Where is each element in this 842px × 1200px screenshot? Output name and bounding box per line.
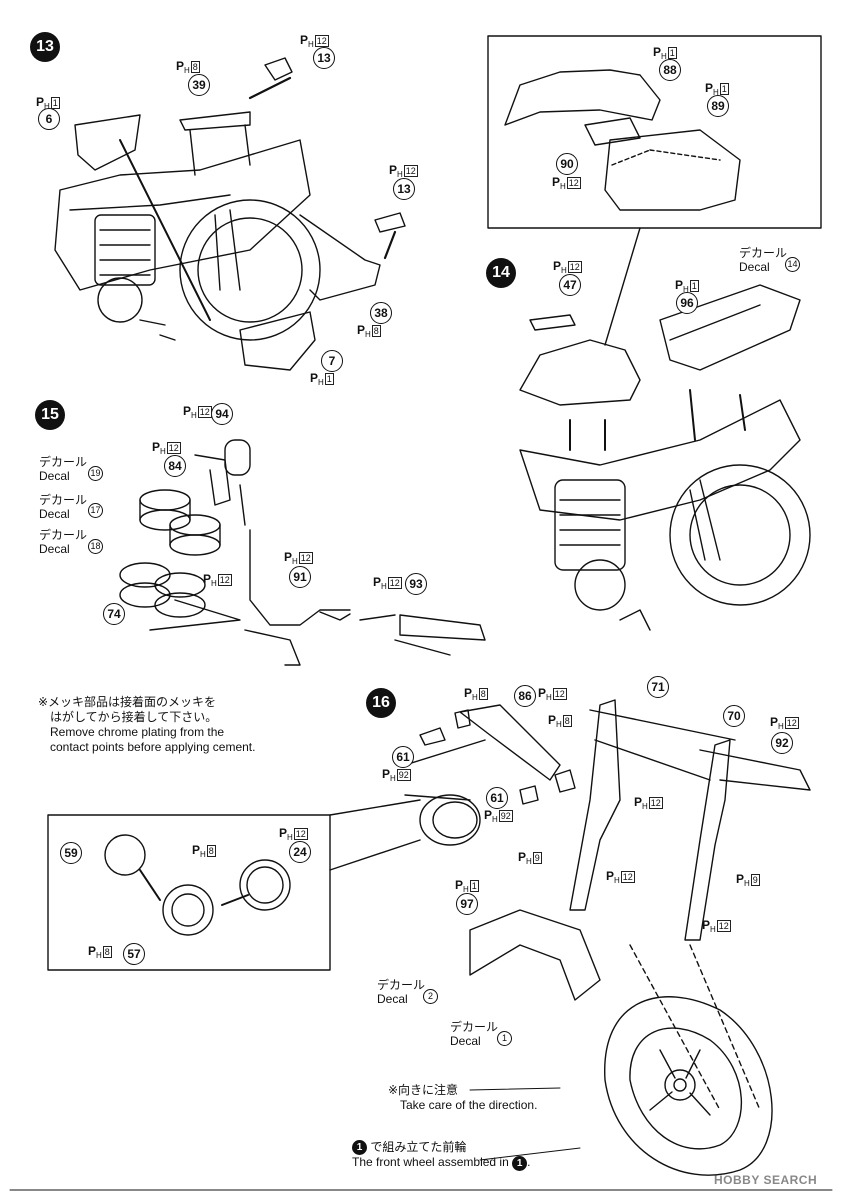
decal-number-1: 1 (497, 1031, 512, 1046)
part-39: 39 (188, 74, 210, 96)
part-47: 47 (559, 274, 581, 296)
part-38: 38 (370, 302, 392, 324)
part-13-top: 13 (313, 47, 335, 69)
part-74: 74 (103, 603, 125, 625)
part-84: 84 (164, 455, 186, 477)
step14-art (487, 35, 822, 631)
direction-note: ※向きに注意 Take care of the direction. (388, 1083, 538, 1112)
step-16-badge: 16 (366, 688, 396, 718)
chrome-plating-note: ※メッキ部品は接着面のメッキを はがしてから接着して下さい。 Remove ch… (38, 695, 256, 754)
step-13-badge: 13 (30, 32, 60, 62)
step15-art (119, 439, 486, 666)
part-97: 97 (456, 893, 478, 915)
decal-number-17: 17 (88, 503, 103, 518)
part-94: 94 (211, 403, 233, 425)
decal-number-14: 14 (785, 257, 800, 272)
part-96: 96 (676, 292, 698, 314)
part-61-left: 61 (392, 746, 414, 768)
part-88: 88 (659, 59, 681, 81)
step-1-ref-icon: 1 (352, 1140, 367, 1156)
part-93: 93 (405, 573, 427, 595)
part-13-right: 13 (393, 178, 415, 200)
decal-number-18: 18 (88, 539, 103, 554)
part-6: 6 (38, 108, 60, 130)
part-61-right: 61 (486, 787, 508, 809)
decal-number-2: 2 (423, 989, 438, 1004)
decal-number-19: 19 (88, 466, 103, 481)
part-70: 70 (723, 705, 745, 727)
part-24: 24 (289, 841, 311, 863)
part-71: 71 (647, 676, 669, 698)
part-57: 57 (123, 943, 145, 965)
step-15-badge: 15 (35, 400, 65, 430)
part-86: 86 (514, 685, 536, 707)
step-1-ref-icon: 1 (512, 1155, 528, 1171)
step16-art (404, 699, 811, 1176)
part-7: 7 (321, 350, 343, 372)
part-92: 92 (771, 732, 793, 754)
step-14-badge: 14 (486, 258, 516, 288)
part-89: 89 (707, 95, 729, 117)
part-91: 91 (289, 566, 311, 588)
part-90: 90 (556, 153, 578, 175)
watermark: HOBBY SEARCH (714, 1173, 818, 1187)
front-wheel-note: 1 で組み立てた前輪 The front wheel assembled in … (352, 1140, 531, 1171)
step13-art (54, 57, 406, 371)
headlight-inset-art (47, 799, 421, 971)
part-59: 59 (60, 842, 82, 864)
